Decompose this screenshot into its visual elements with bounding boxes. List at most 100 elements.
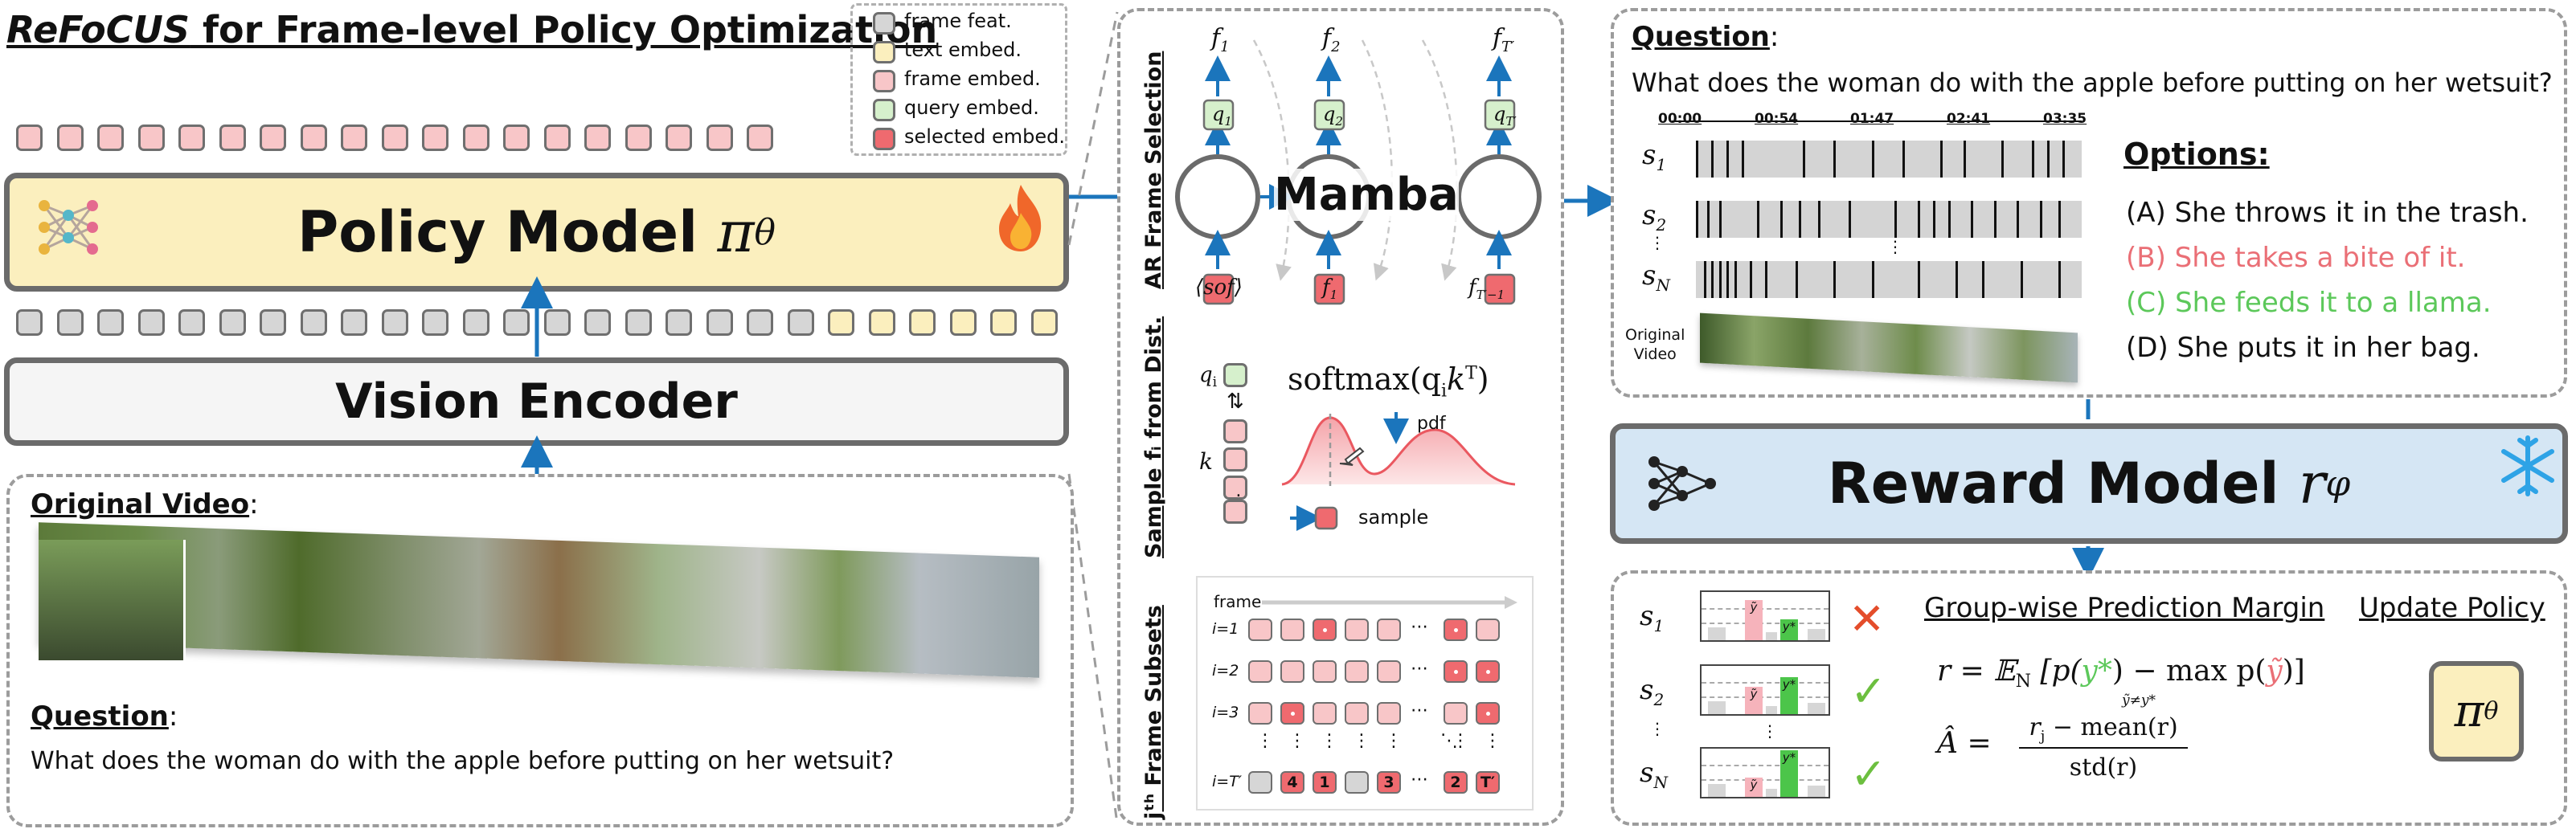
option-c: (C) She feeds it to a llama. — [2126, 287, 2492, 319]
output-token — [219, 125, 246, 151]
subset-cell — [1345, 619, 1369, 641]
frame-axis-label: frame — [1214, 592, 1262, 611]
subset-cell — [1313, 619, 1337, 641]
reward-series-vdots: ⋮ — [1649, 719, 1665, 738]
output-token — [625, 125, 652, 151]
input-token — [909, 309, 936, 336]
query-embed-T — [1484, 99, 1516, 131]
output-token — [666, 125, 692, 151]
input-token — [706, 309, 733, 336]
output-token — [706, 125, 733, 151]
check-icon: ✓ — [1850, 749, 1887, 799]
zoom-line-top — [1067, 11, 1119, 246]
timeline-bar — [1696, 201, 2082, 238]
margin-heading: Group-wise Prediction Margin — [1924, 592, 2325, 624]
reward-subscript: φ — [2325, 463, 2351, 504]
timeline-mark — [2032, 141, 2034, 178]
timeline-tick: 00:54 — [1755, 111, 1799, 127]
series-vdots: ⋮ — [1649, 233, 1665, 252]
legend-swatch — [873, 41, 895, 63]
timeline-mark — [2001, 141, 2004, 178]
mini-gridline — [1702, 779, 1829, 781]
key-embed-3 — [1223, 476, 1247, 500]
timeline-tick: 00:00 — [1658, 111, 1702, 127]
key-embed-4 — [1223, 500, 1247, 524]
timeline-mark — [1711, 261, 1714, 298]
row-ellipsis: ⋯ — [1411, 659, 1428, 679]
mini-bar-gray — [1808, 786, 1825, 797]
legend-label: selected embed. — [904, 125, 1065, 148]
reward-series-label: sN — [1640, 757, 1668, 792]
timeline-vdots: ⋮ — [1887, 237, 1903, 256]
timeline-mark — [1818, 201, 1820, 238]
row-index-label: i=T′ — [1212, 773, 1243, 790]
mini-gridline — [1702, 623, 1829, 624]
key-embed-1 — [1223, 419, 1247, 443]
vision-encoder-box: Vision Encoder — [4, 357, 1069, 446]
mini-vdots: ⋮ — [1762, 721, 1778, 741]
zoom-line-bottom — [1067, 473, 1119, 824]
grid-vdots: ⋮ — [1385, 731, 1403, 751]
check-icon: ✓ — [1850, 666, 1887, 717]
mini-gridline — [1702, 682, 1829, 684]
input-token — [16, 309, 43, 336]
subset-cell — [1476, 702, 1500, 725]
subset-cell — [1313, 660, 1337, 683]
subset-cell — [1377, 660, 1401, 683]
grid-vdots: ⋮ — [1256, 731, 1274, 751]
timeline-mark — [1982, 261, 1985, 298]
mini-gridline — [1702, 765, 1829, 766]
mini-bar-pink: ỹ — [1745, 778, 1763, 797]
option-b: (B) She takes a bite of it. — [2126, 242, 2466, 274]
timeline-mark — [1696, 201, 1698, 238]
input-embed-label: f1 — [1322, 276, 1338, 303]
input-token — [300, 309, 327, 336]
option-a: (A) She throws it in the trash. — [2126, 197, 2529, 229]
timeline-mark — [2039, 201, 2042, 238]
subset-cell — [1248, 660, 1272, 683]
timeline-tick: 01:47 — [1850, 111, 1894, 127]
timeline-mark — [1894, 201, 1897, 238]
policy-subscript: θ — [754, 211, 776, 253]
subset-cell — [1377, 702, 1401, 725]
timeline-mark — [1833, 261, 1836, 298]
input-token — [422, 309, 448, 336]
timeline-mark — [1711, 141, 1714, 178]
input-token — [625, 309, 652, 336]
input-token — [584, 309, 611, 336]
advantage-denominator: std(r) — [2069, 753, 2138, 782]
timeline-mark — [1833, 141, 1836, 178]
timeline-mark — [1963, 141, 1966, 178]
sample-label: sample — [1358, 506, 1429, 529]
reward-series-label: s1 — [1640, 600, 1665, 635]
timeline-mark — [1917, 261, 1920, 298]
timeline-bar — [1696, 261, 2082, 298]
advantage-numerator: rj − mean(r) — [2029, 713, 2178, 745]
input-token — [828, 309, 854, 336]
mini-bar-gray — [1808, 703, 1825, 714]
key-embed-2 — [1223, 447, 1247, 472]
input-token — [97, 309, 124, 336]
timeline-mark — [1742, 141, 1744, 178]
output-token — [341, 125, 367, 151]
query-embed-2 — [1313, 99, 1345, 131]
mini-bar-green: y* — [1780, 677, 1798, 714]
legend-swatch — [873, 12, 895, 35]
pdf-distribution-plot — [1281, 412, 1516, 531]
subset-cell-final: T′ — [1476, 771, 1500, 794]
subset-cell — [1345, 660, 1369, 683]
mini-bar-gray — [1808, 629, 1825, 640]
input-token — [990, 309, 1017, 336]
row-ellipsis: ⋯ — [1411, 700, 1428, 721]
subset-cell — [1476, 660, 1500, 683]
timeline-axis — [1672, 120, 2082, 122]
output-token — [178, 125, 205, 151]
series-label: sN — [1642, 259, 1670, 295]
output-token — [260, 125, 286, 151]
legend-label: query embed. — [904, 96, 1039, 119]
grid-vdots: ⋮ — [1288, 731, 1306, 751]
grid-vdots: ⋮ — [1321, 731, 1338, 751]
input-token — [1030, 309, 1058, 336]
